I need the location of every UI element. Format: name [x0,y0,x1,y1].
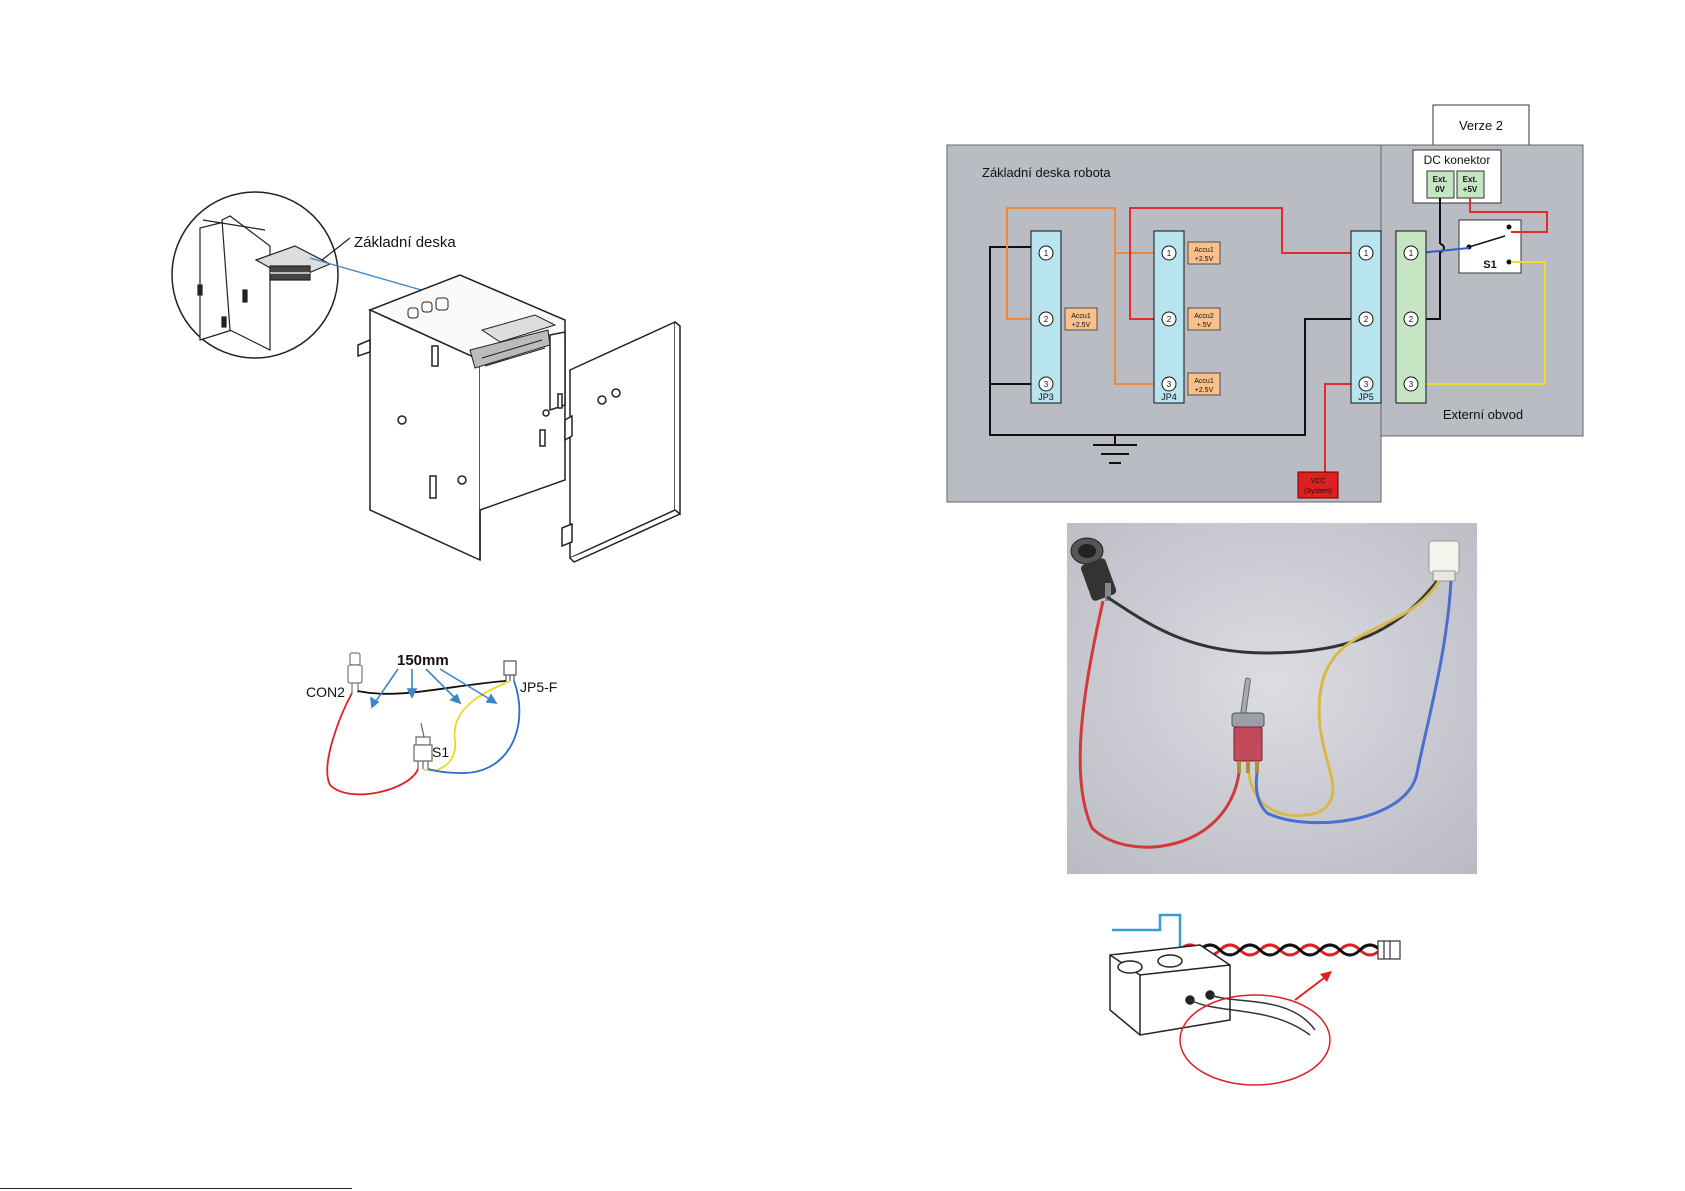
pointer-arrow [1295,971,1332,1000]
back-panel-drawing [562,322,680,562]
cable-photo [1067,523,1477,874]
wire-connector-icon [1378,941,1400,959]
jp4-pin3: 3 [1167,380,1172,389]
length-label: 150mm [397,652,449,669]
con2-label: CON2 [306,684,345,700]
ext-5v-line2: +5V [1463,185,1478,194]
battery-holder-drawing [1100,895,1435,1090]
jp4-pin2: 2 [1167,315,1172,324]
ext-5v-line1: Ext. [1463,175,1478,184]
jp5-pin3: 3 [1364,380,1369,389]
jp4-pin3-tag-line2: +2.5V [1195,387,1214,394]
toggle-switch-icon [414,723,432,769]
jp5-label: JP5 [1358,392,1374,402]
jp3-pin2: 2 [1044,315,1049,324]
jp4-pin1-tag-line2: +2.5V [1195,256,1214,263]
white-connector-photo [1429,541,1459,581]
jp4-pin2-tag-line2: +.5V [1197,322,1212,329]
ext-0v-line2: 0V [1435,185,1445,194]
jp3-pin2-tag-line2: +2.5V [1072,322,1091,329]
jp4-label: JP4 [1161,392,1177,402]
jp5-pin1: 1 [1364,249,1369,258]
external-label: Externí obvod [1443,407,1523,422]
footnote-rule [0,1188,352,1189]
jp3-pin2-tag-line1: Accu1 [1071,313,1091,320]
jp4-pin2-tag-line1: Accu2 [1194,313,1214,320]
jp4-pin1-tag-line1: Accu1 [1194,247,1214,254]
jp4-pin3-tag-line1: Accu1 [1194,378,1214,385]
length-arrows [371,669,496,707]
jp3-label: JP3 [1038,392,1054,402]
red-wire [327,693,418,794]
vcc-line1: VCC [1311,478,1326,485]
jp3-pin3: 3 [1044,380,1049,389]
detail-bracket-drawing [198,216,330,350]
switch-label: S1 [1483,259,1496,271]
board-label: Základní deska [354,234,456,251]
s1-label: S1 [432,744,449,760]
dc-connector-title: DC konektor [1424,153,1491,167]
jp5-connector-icon [504,661,516,681]
vcc-line2: (System) [1304,488,1332,495]
jp3-pin1: 1 [1044,249,1049,258]
wiring-schematic: Verze 2 Základní deska robota Externí ob… [945,100,1585,510]
jp5-pin2: 2 [1364,315,1369,324]
jp5f-label: JP5-F [520,679,557,695]
version-label: Verze 2 [1459,118,1503,133]
board-title: Základní deska robota [982,165,1111,180]
black-wire [358,681,506,694]
external-pin1: 1 [1409,249,1414,258]
jp4-pin1: 1 [1167,249,1172,258]
assembly-drawing: Základní deska [170,180,690,610]
cable-sketch: 150mm CON2 JP5-F S1 [300,645,570,805]
battery-box-icon [1110,945,1230,1035]
external-pin3: 3 [1409,380,1414,389]
external-pin2: 2 [1409,315,1414,324]
ext-0v-line1: Ext. [1433,175,1448,184]
chassis-drawing [358,275,565,560]
highlight-ellipse [1180,995,1330,1085]
dc-jack-icon [348,653,362,693]
